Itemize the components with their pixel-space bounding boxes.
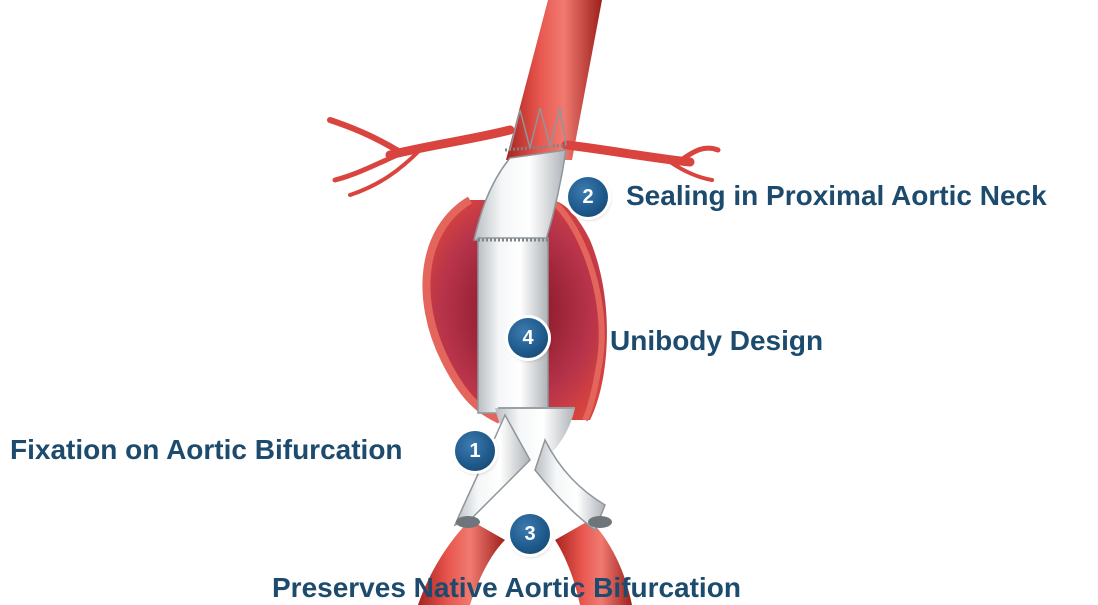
callout-label-sealing: Sealing in Proximal Aortic Neck bbox=[626, 182, 1047, 210]
upper-aorta bbox=[506, 0, 602, 160]
renal-artery-left bbox=[330, 120, 510, 195]
callout-badge-4: 4 bbox=[508, 318, 548, 358]
callout-label-unibody: Unibody Design bbox=[610, 327, 823, 355]
renal-artery-right bbox=[566, 145, 718, 180]
callout-label-preserves: Preserves Native Aortic Bifurcation bbox=[272, 574, 741, 602]
callout-label-fixation: Fixation on Aortic Bifurcation bbox=[10, 436, 403, 464]
callout-badge-3: 3 bbox=[510, 514, 550, 554]
callout-badge-2: 2 bbox=[568, 177, 608, 217]
callout-badge-1: 1 bbox=[455, 431, 495, 471]
